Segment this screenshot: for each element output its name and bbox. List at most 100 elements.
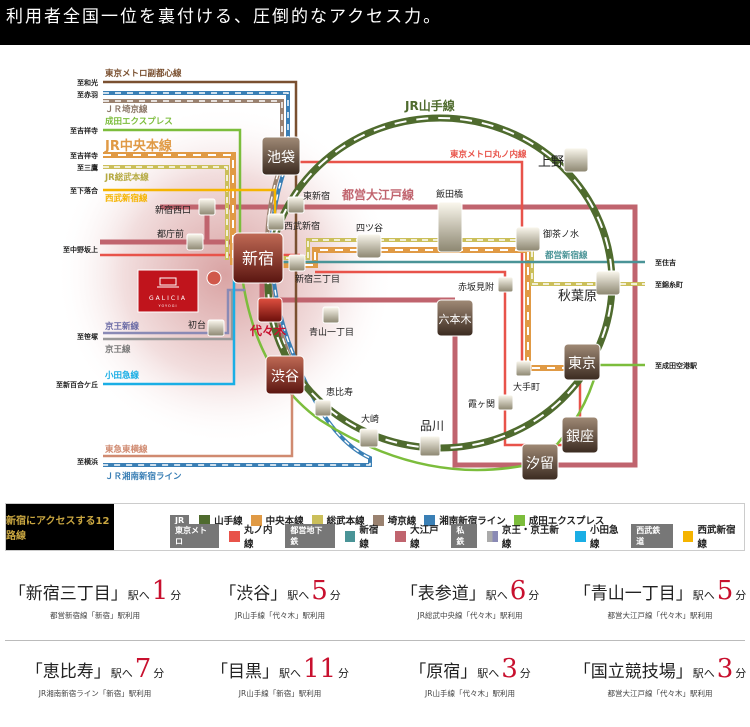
station-ikebukuro[interactable] (261, 136, 301, 176)
station-akasaka-mitsuke[interactable] (497, 276, 514, 293)
station-label-shibuya: 渋谷 (271, 369, 299, 385)
access-minutes: 11 (302, 654, 337, 684)
access-unit: 分 (735, 667, 747, 680)
station-label-akihabara: 秋葉原 (558, 289, 597, 304)
legend-swatch (424, 514, 436, 526)
station-shinagawa[interactable] (419, 435, 441, 457)
station-label-higashi-shinjuku: 東新宿 (303, 190, 330, 202)
access-to: 駅へ (287, 589, 310, 602)
station-label-tokyo: 東京 (568, 356, 596, 372)
station-hatsudai[interactable] (207, 319, 225, 337)
label-oedo: 都営大江戸線 (341, 187, 414, 202)
station-aoyama-itchome[interactable] (322, 306, 340, 324)
station-label-aoyama-itchome: 青山一丁目 (309, 326, 354, 338)
header-title: 利用者全国一位を裏付ける、圧倒的なアクセス力。 (6, 7, 443, 27)
station-label-shinjuku-sanchome: 新宿三丁目 (295, 273, 340, 285)
dest-kichijoji-chuo: 至吉祥寺 (70, 151, 98, 160)
station-label-otemachi: 大手町 (513, 381, 540, 393)
access-to: 駅へ (692, 667, 715, 680)
legend-item: 西武新宿線 (697, 525, 736, 550)
station-seibu-shinjuku[interactable] (267, 213, 285, 231)
keio-new-line (103, 288, 245, 335)
station-ebisu[interactable] (314, 399, 332, 417)
dest-nakano: 至中野坂上 (63, 245, 98, 254)
property-marker: GALICIA YOYOGI (137, 269, 222, 313)
station-yoyogi[interactable] (257, 297, 283, 323)
access-unit: 分 (170, 589, 182, 602)
station-yotsuya[interactable] (356, 233, 382, 259)
station-label-shinagawa: 品川 (420, 419, 444, 433)
legend-swatch (487, 530, 498, 542)
access-unit: 分 (338, 667, 350, 680)
access-unit: 分 (735, 589, 747, 602)
station-osaki[interactable] (359, 428, 379, 448)
station-shinjuku-nishiguchi[interactable] (198, 198, 216, 216)
station-akihabara[interactable] (595, 270, 621, 296)
station-label-ebisu: 恵比寿 (326, 386, 353, 398)
toyoko-line (103, 380, 294, 458)
station-label-hatsudai: 初台 (188, 319, 206, 331)
access-note: JR山手線「代々木」駅利用 (235, 611, 325, 620)
station-label-ueno: 上野 (538, 155, 564, 170)
access-to: 駅へ (110, 667, 133, 680)
station-otemachi[interactable] (515, 360, 532, 377)
dest-sasazuka: 至笹塚 (77, 332, 98, 341)
station-shinjuku-sanchome[interactable] (288, 254, 306, 272)
legend-row-jr: JR 山手線 中央本線 総武本線 埼京線 湘南新宿ライン 成田エクスプレス (170, 512, 744, 528)
odakyu-line (103, 275, 236, 386)
station-label-iidabashi: 飯田橋 (436, 188, 463, 200)
access-to: 駅へ (485, 589, 508, 602)
keio-line (103, 290, 234, 341)
legend-cat-seibu: 西武鉄道 (631, 524, 673, 548)
legend-swatch (575, 530, 586, 542)
label-fukutoshin: 東京メトロ副都心線 (105, 68, 182, 79)
station-label-tochomae: 都庁前 (157, 228, 184, 240)
station-ueno[interactable] (563, 147, 589, 173)
legend-swatch (395, 530, 407, 542)
station-higashi-shinjuku[interactable] (287, 196, 305, 214)
legend-item: 小田急線 (589, 525, 619, 550)
dest-sumiyoshi: 至住吉 (655, 258, 676, 267)
access-unit: 分 (329, 589, 341, 602)
station-tochomae[interactable] (186, 233, 204, 251)
legend-cat-private: 私鉄 (451, 524, 478, 548)
access-minutes: 7 (134, 654, 152, 684)
station-roppongi[interactable] (436, 299, 474, 337)
access-minutes: 1 (151, 576, 169, 606)
access-station: 「渋谷」 (219, 584, 288, 604)
station-ginza[interactable] (561, 416, 599, 454)
route-map: 東京メトロ副都心線 ＪＲ埼京線 成田エクスプレス JR中央本線 JR総武本線 西… (55, 68, 698, 482)
station-shibuya[interactable] (265, 355, 305, 395)
legend-item: 埼京線 (387, 516, 417, 527)
access-station: 「恵比寿」 (25, 662, 111, 682)
station-label-kasumigaseki: 霞ヶ関 (468, 399, 495, 410)
label-seibu: 西武新宿線 (105, 193, 148, 204)
access-unit: 分 (528, 589, 540, 602)
legend-title: 新宿にアクセスする12路線 (6, 504, 114, 550)
station-label-roppongi: 六本木 (439, 312, 472, 326)
station-ochanomizu[interactable] (515, 226, 541, 252)
legend-swatch (229, 530, 241, 542)
property-sub: YOYOGI (159, 304, 178, 308)
station-shiodome[interactable] (521, 443, 559, 481)
station-label-akasaka-mitsuke: 赤坂見附 (458, 281, 494, 293)
legend-row-others: 東京メトロ 丸ノ内線 都営地下鉄 新宿線 大江戸線 私鉄 京王・京王新線 小田急… (170, 524, 744, 550)
station-shinjuku[interactable] (232, 232, 284, 284)
access-to: 駅へ (127, 589, 150, 602)
station-iidabashi[interactable] (437, 201, 463, 253)
access-note: 都営新宿線「新宿」駅利用 (50, 611, 140, 620)
label-sobu: JR総武本線 (104, 172, 149, 183)
access-station: 「新宿三丁目」 (8, 584, 128, 604)
station-kasumigaseki[interactable] (497, 394, 514, 411)
dest-yurigaoka: 至新百合ケ丘 (56, 380, 98, 389)
access-station: 「国立競技場」 (573, 662, 693, 682)
access-minutes: 3 (501, 654, 518, 684)
station-label-ikebukuro: 池袋 (267, 150, 295, 166)
station-tokyo[interactable] (563, 343, 601, 381)
station-label-seibu-shinjuku: 西武新宿 (284, 220, 320, 232)
station-label-yoyogi: 代々木 (249, 323, 287, 338)
legend-item: 京王・京王新線 (501, 525, 559, 550)
property-name: GALICIA (149, 295, 187, 302)
